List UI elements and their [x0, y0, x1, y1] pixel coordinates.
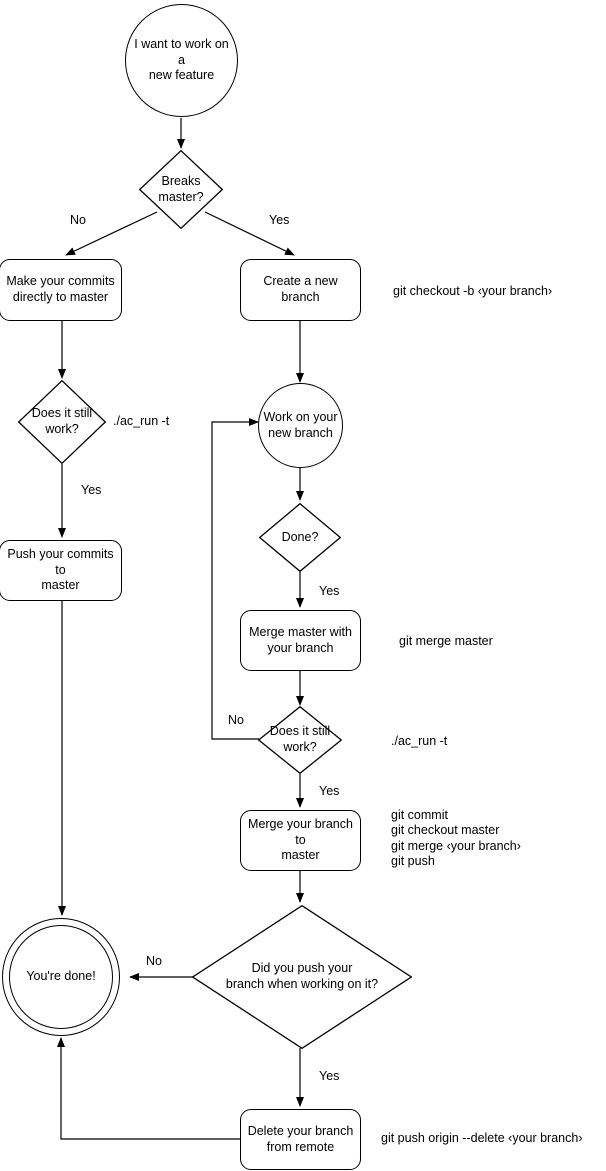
node-push-commits[interactable]: Push your commits to master: [0, 540, 122, 601]
node-breaks-master-label: Breaks master?: [158, 173, 204, 204]
node-does-it-work-left[interactable]: Does it still work?: [18, 380, 106, 464]
node-did-you-push-label: Did you push your branch when working on…: [225, 961, 379, 991]
node-merge-branch-label: Merge your branch to master: [248, 817, 353, 863]
node-start-label: I want to work on a new feature: [134, 37, 229, 83]
node-create-branch[interactable]: Create a new branch: [240, 259, 361, 321]
node-does-it-work-right[interactable]: Does it still work?: [258, 706, 342, 774]
edge-label-push-yes: Yes: [319, 1069, 340, 1083]
node-delete-branch-label: Delete your branch from remote: [247, 1123, 354, 1154]
node-start[interactable]: I want to work on a new feature: [125, 4, 238, 117]
edge-breaks-no: [65, 211, 158, 256]
edge-label-breaks-no: No: [70, 213, 86, 227]
node-does-it-work-left-label: Does it still work?: [31, 406, 93, 436]
node-merge-master-label: Merge master with your branch: [249, 624, 352, 655]
node-commits-to-master-label: Make your commits directly to master: [6, 274, 115, 304]
node-done[interactable]: Done?: [259, 503, 341, 572]
node-breaks-master[interactable]: Breaks master?: [139, 150, 223, 229]
annotation-delete-branch-command: git push origin --delete ‹your branch›: [381, 1131, 583, 1145]
edge-label-test-left-yes: Yes: [81, 483, 102, 497]
annotation-test-left-command: ./ac_run -t: [113, 414, 170, 428]
edge-label-test-right-yes: Yes: [319, 784, 340, 798]
node-work-on-branch-label: Work on your new branch: [263, 409, 338, 440]
edge-label-breaks-yes: Yes: [269, 213, 290, 227]
node-done-label: Done?: [281, 529, 319, 544]
node-merge-branch[interactable]: Merge your branch to master: [240, 810, 361, 871]
edge-breaks-yes: [204, 211, 295, 256]
node-did-you-push[interactable]: Did you push your branch when working on…: [192, 905, 412, 1049]
edge-label-test-right-no: No: [228, 713, 244, 727]
edge-delete-to-done: [57, 1037, 240, 1140]
edge-label-push-no: No: [146, 954, 162, 968]
annotation-test-right-command: ./ac_run -t: [391, 734, 448, 748]
edge-test-right-no: [211, 418, 259, 740]
node-create-branch-label: Create a new branch: [263, 274, 338, 304]
annotation-merge-branch-command: git commit git checkout master git merge…: [391, 808, 521, 868]
edge-label-done-yes: Yes: [319, 584, 340, 598]
node-work-on-branch[interactable]: Work on your new branch: [258, 383, 343, 468]
annotation-merge-master-command: git merge master: [399, 634, 493, 648]
node-youre-done-label: You're done!: [26, 969, 96, 984]
node-youre-done[interactable]: You're done!: [2, 918, 120, 1036]
node-commits-to-master[interactable]: Make your commits directly to master: [0, 259, 122, 321]
annotation-create-branch-command: git checkout -b ‹your branch›: [393, 284, 553, 298]
node-does-it-work-right-label: Does it still work?: [269, 724, 331, 754]
node-push-commits-label: Push your commits to master: [7, 547, 114, 593]
node-merge-master[interactable]: Merge master with your branch: [240, 610, 361, 671]
node-delete-branch[interactable]: Delete your branch from remote: [240, 1109, 361, 1170]
